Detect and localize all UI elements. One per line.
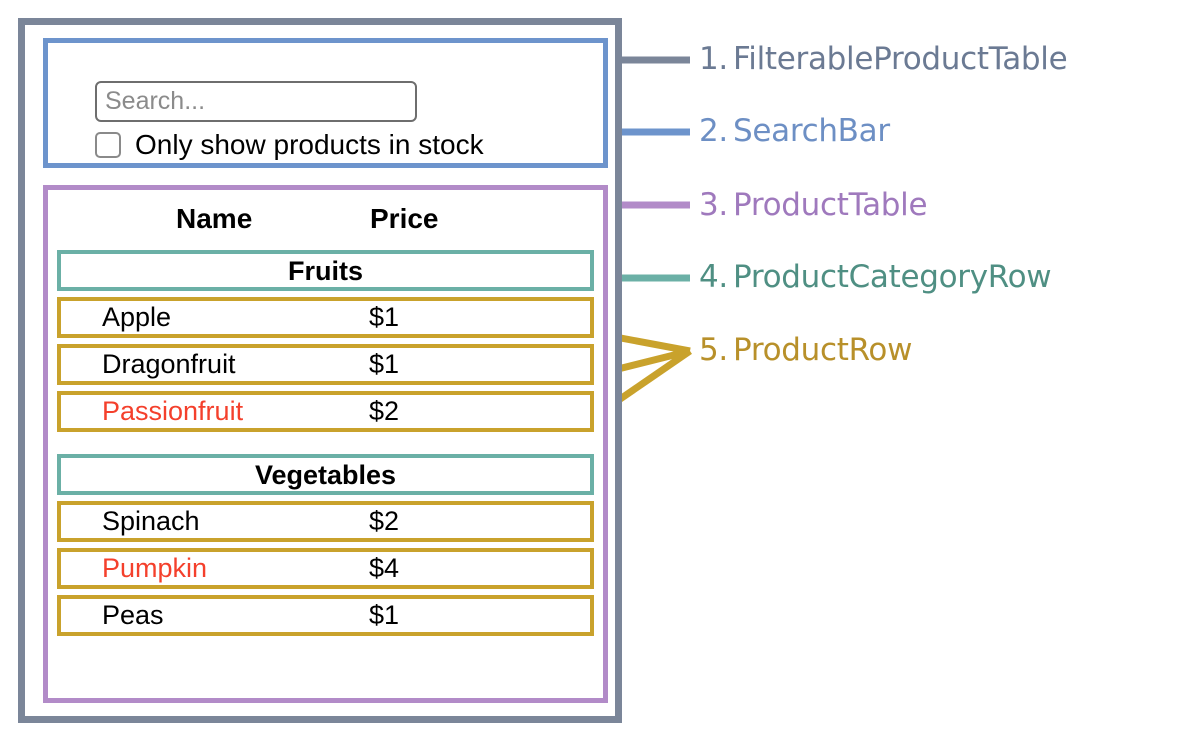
- product-name: Passionfruit: [102, 396, 244, 426]
- callout-number-2: 2.: [699, 113, 728, 149]
- search-bar: Only show products in stock: [43, 38, 608, 168]
- product-name: Apple: [102, 302, 172, 332]
- callout-name-1: FilterableProductTable: [732, 41, 1068, 77]
- product-name: Spinach: [102, 506, 200, 536]
- column-header-price: Price: [370, 203, 439, 234]
- product-row[interactable]: Passionfruit $2: [57, 391, 594, 432]
- product-row[interactable]: Spinach $2: [57, 501, 594, 542]
- product-price: $4: [369, 553, 400, 583]
- in-stock-checkbox-label: Only show products in stock: [135, 129, 484, 160]
- product-price: $1: [369, 349, 400, 379]
- callout-label-4: 4.ProductCategoryRow: [699, 259, 1052, 295]
- callout-label-2: 2.SearchBar: [699, 116, 890, 147]
- product-category-row: Fruits: [57, 250, 594, 291]
- product-category-row: Vegetables: [57, 454, 594, 495]
- callout-number-4: 4.: [699, 259, 728, 295]
- product-row[interactable]: Dragonfruit $1: [57, 344, 594, 385]
- callout-label-5: 5.ProductRow: [699, 335, 912, 366]
- callout-label-3: 3.ProductTable: [699, 187, 928, 223]
- product-price: $1: [369, 302, 400, 332]
- product-name: Pumpkin: [102, 553, 208, 583]
- callout-name-5: ProductRow: [732, 332, 913, 368]
- callout-name-3: ProductTable: [732, 187, 928, 223]
- product-rows-container: Fruits Apple $1 Dragonfruit $1 Passionfr…: [57, 250, 594, 642]
- callout-number-3: 3.: [699, 187, 728, 223]
- product-category-label: Vegetables: [254, 460, 397, 490]
- callout-label-1: 1.FilterableProductTable: [699, 41, 1068, 77]
- product-name: Peas: [102, 600, 164, 630]
- product-row[interactable]: Peas $1: [57, 595, 594, 636]
- column-header-name: Name: [176, 203, 253, 234]
- product-price: $1: [369, 600, 400, 630]
- in-stock-filter[interactable]: Only show products in stock: [95, 131, 484, 159]
- group-spacer: [57, 438, 594, 454]
- callout-name-2: SearchBar: [732, 113, 890, 149]
- in-stock-checkbox[interactable]: [95, 132, 121, 158]
- callout-number-1: 1.: [699, 41, 728, 77]
- product-table: Name Price Fruits Apple $1 Dragonfruit $…: [43, 185, 608, 703]
- product-price: $2: [369, 396, 400, 426]
- product-name: Dragonfruit: [102, 349, 236, 379]
- search-input[interactable]: [95, 81, 417, 122]
- callout-number-5: 5.: [699, 332, 728, 368]
- callout-name-4: ProductCategoryRow: [732, 259, 1052, 295]
- product-row[interactable]: Pumpkin $4: [57, 548, 594, 589]
- table-header-row: Name Price: [48, 195, 603, 243]
- product-row[interactable]: Apple $1: [57, 297, 594, 338]
- product-price: $2: [369, 506, 400, 536]
- product-category-label: Fruits: [287, 256, 363, 286]
